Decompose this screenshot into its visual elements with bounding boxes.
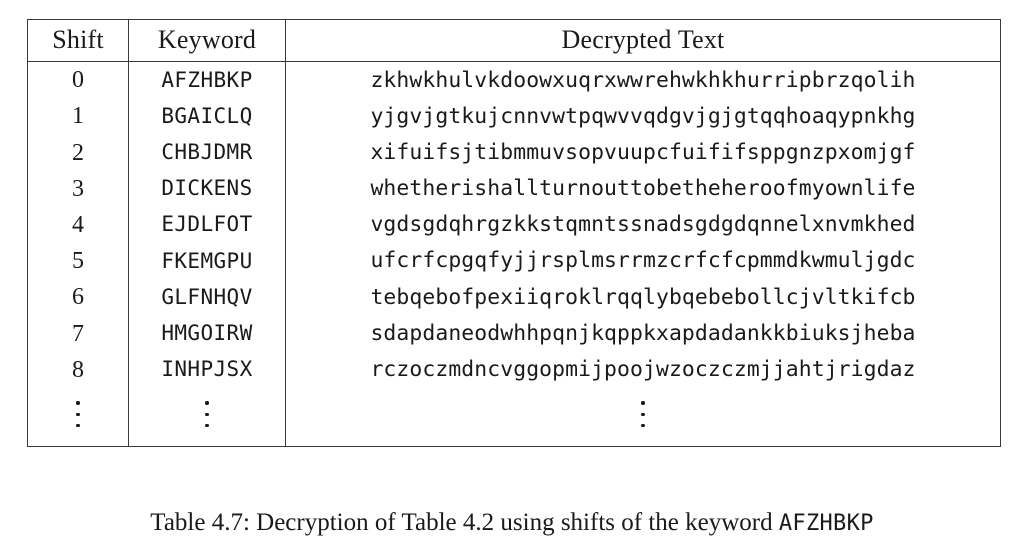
- cell-decrypted-text: ufcrfcpgqfyjjrsplmsrrmzcrfcfcpmmdkwmuljg…: [370, 248, 916, 274]
- cell-keyword: FKEMGPU: [128, 243, 286, 280]
- cell-decrypted-text: sdapdaneodwhhpqnjkqppkxapdadankkbiuksjhe…: [370, 320, 916, 346]
- table-body: 0 AFZHBKP zkhwkhulvkdoowxuqrxwwrehwkhkhu…: [27, 61, 1001, 447]
- vertical-ellipsis-icon: [76, 401, 80, 428]
- cell-keyword: DICKENS: [128, 170, 286, 207]
- cell-decrypted-text: zkhwkhulvkdoowxuqrxwwrehwkhkhurripbrzqol…: [370, 67, 916, 93]
- cell-keyword: INHPJSX: [128, 351, 286, 388]
- cell-shift: 5: [27, 243, 129, 280]
- cell-keyword: CHBJDMR: [128, 134, 286, 171]
- cell-decrypted-text: tebqebofpexiiqroklrqqlybqebebollcjvltkif…: [370, 284, 916, 310]
- cell-keyword: AFZHBKP: [128, 61, 286, 99]
- cell-decrypted-text: whetherishallturnouttobetheheroofmyownli…: [370, 176, 916, 202]
- column-header-keyword: Keyword: [128, 19, 286, 63]
- cell-shift: 4: [27, 206, 129, 244]
- table-row: 4 EJDLFOT vgdsgdqhrgzkkstqmntssnadsgdgdq…: [27, 206, 1001, 244]
- cell-keyword: BGAICLQ: [128, 98, 286, 135]
- cell-decrypted-text-ellipsis: [286, 388, 1001, 447]
- table-row: 7 HMGOIRW sdapdaneodwhhpqnjkqppkxapdadan…: [27, 315, 1001, 352]
- cell-decrypted-text: xifuifsjtibmmuvsopvuupcfuififsppgnzpxomj…: [370, 139, 916, 165]
- table-row: 1 BGAICLQ yjgvjgtkujcnnvwtpqwvvqdgvjgjgt…: [27, 98, 1001, 135]
- cell-keyword: HMGOIRW: [128, 315, 286, 352]
- table-row: 8 INHPJSX rczoczmdncvggopmijpoojwzoczczm…: [27, 351, 1001, 388]
- cell-shift: 7: [27, 315, 129, 352]
- column-header-decrypted-text: Decrypted Text: [285, 19, 1001, 63]
- table-row: 0 AFZHBKP zkhwkhulvkdoowxuqrxwwrehwkhkhu…: [27, 61, 1001, 99]
- column-header-shift: Shift: [27, 19, 129, 63]
- caption-text: Table 4.7: Decryption of Table 4.2 using…: [150, 509, 779, 536]
- cell-shift: 0: [27, 61, 129, 99]
- cell-keyword: EJDLFOT: [128, 206, 286, 244]
- decryption-table: Shift Keyword Decrypted Text 0 AFZHBKP z…: [27, 19, 1001, 447]
- table-header: Shift Keyword Decrypted Text: [27, 19, 1001, 63]
- cell-keyword-ellipsis: [128, 387, 286, 447]
- table-row: 6 GLFNHQV tebqebofpexiiqroklrqqlybqebebo…: [27, 279, 1001, 316]
- cell-shift: 2: [27, 134, 129, 171]
- cell-shift: 6: [27, 279, 129, 316]
- caption-keyword: AFZHBKP: [778, 511, 874, 536]
- table-header-row: Shift Keyword Decrypted Text: [27, 19, 1001, 63]
- table-continuation-row: [27, 387, 1001, 447]
- cell-shift-ellipsis: [27, 387, 129, 447]
- table-row: 2 CHBJDMR xifuifsjtibmmuvsopvuupcfuififs…: [27, 134, 1001, 171]
- cell-keyword: GLFNHQV: [128, 279, 286, 316]
- decryption-table-container: Shift Keyword Decrypted Text 0 AFZHBKP z…: [27, 19, 1001, 447]
- cell-shift: 3: [27, 170, 129, 207]
- cell-decrypted-text: yjgvjgtkujcnnvwtpqwvvqdgvjgjgtqqhoaqypnk…: [370, 103, 916, 129]
- cell-shift: 8: [27, 351, 129, 388]
- cell-shift: 1: [27, 98, 129, 135]
- table-row: 3 DICKENS whetherishallturnouttobetheher…: [27, 170, 1001, 207]
- vertical-ellipsis-icon: [641, 401, 645, 428]
- cell-decrypted-text: rczoczmdncvggopmijpoojwzoczczmjjahtjrigd…: [370, 357, 916, 382]
- vertical-ellipsis-icon: [205, 401, 209, 428]
- table-caption: Table 4.7: Decryption of Table 4.2 using…: [0, 508, 1024, 538]
- cell-decrypted-text: vgdsgdqhrgzkkstqmntssnadsgdgdqnnelxnvmkh…: [370, 212, 916, 238]
- table-row: 5 FKEMGPU ufcrfcpgqfyjjrsplmsrrmzcrfcfcp…: [27, 243, 1001, 280]
